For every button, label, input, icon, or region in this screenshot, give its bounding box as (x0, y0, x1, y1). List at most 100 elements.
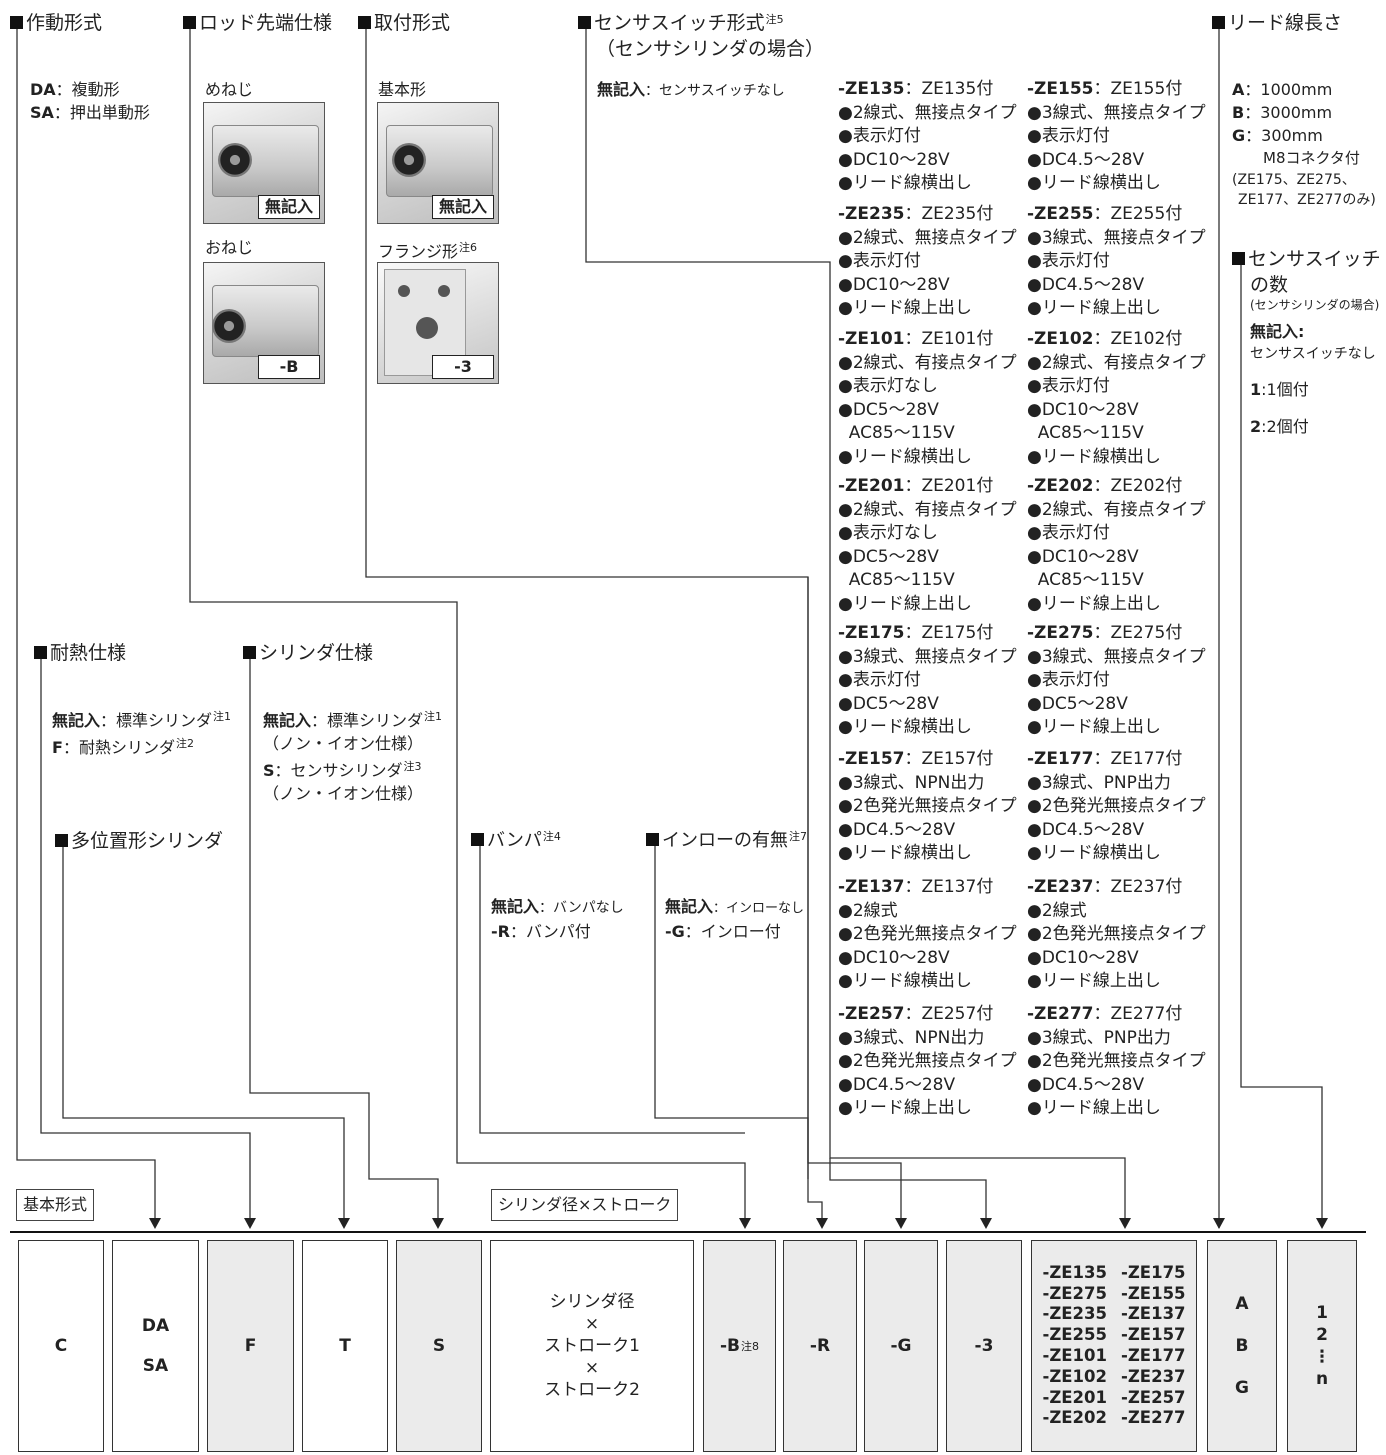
switch-title: -ZE135：ZE135付 (838, 78, 1017, 102)
count-heading-2: の数 (1250, 274, 1289, 296)
switch-title: -ZE157：ZE157付 (838, 748, 1017, 772)
switch-spec: ●2線式、無接点タイプ (838, 102, 1017, 123)
ze-code: -ZE202 (1042, 1408, 1107, 1428)
ze-code: -ZE157 (1121, 1325, 1186, 1345)
bumper-options: 無記入：バンパなし -R：バンパ付 (491, 897, 624, 941)
switch-spec: ●DC10～28V (838, 274, 950, 295)
switch-title: -ZE255：ZE255付 (1027, 203, 1206, 227)
switch-block-ze201: -ZE201：ZE201付●2線式、有接点タイプ●表示灯なし●DC5～28V A… (838, 475, 1017, 616)
switch-spec: AC85～115V (838, 423, 955, 443)
switch-name: ：ZE102付 (1093, 329, 1183, 349)
switch-block-ze257: -ZE257：ZE257付●3線式、NPN出力●2色発光無接点タイプ●DC4.5… (838, 1003, 1017, 1121)
action-heading: 作動形式 (10, 8, 102, 35)
switch-spec: ●DC4.5～28V (1027, 819, 1145, 840)
switch-block-ze255: -ZE255：ZE255付●3線式、無接点タイプ●表示灯付●DC4.5～28V●… (1027, 203, 1206, 321)
inlow-heading: インローの有無注7 (646, 826, 807, 852)
sensor-heading: センサスイッチ形式注5 (578, 8, 784, 35)
multi-position-heading: 多位置形シリンダ (55, 826, 223, 853)
flange-mount-image: -3 (377, 262, 499, 384)
switch-code: -ZE235 (838, 204, 905, 224)
ze-code: -ZE101 (1042, 1346, 1107, 1365)
switch-spec: ●リード線上出し (838, 1098, 972, 1118)
switch-title: -ZE155：ZE155付 (1027, 78, 1206, 102)
switch-name: ：ZE155付 (1093, 79, 1183, 99)
switch-spec: ●2色発光無接点タイプ (838, 924, 1017, 944)
switch-spec: ●表示灯付 (1027, 251, 1110, 271)
switch-spec: ●リード線上出し (1027, 593, 1161, 614)
male-thread-tag: -B (258, 355, 320, 379)
lead-heading: リード線長さ (1212, 8, 1342, 35)
square-bullet-icon (1232, 252, 1245, 265)
switch-block-ze177: -ZE177：ZE177付●3線式、PNP出力●2色発光無接点タイプ●DC4.5… (1027, 748, 1206, 866)
count-heading: センサスイッチ (1232, 244, 1381, 271)
switch-block-ze175: -ZE175：ZE175付●3線式、無接点タイプ●表示灯付●DC5～28V●リー… (838, 622, 1017, 740)
code-ze-list: -ZE135-ZE175-ZE275-ZE155-ZE235-ZE137-ZE2… (1031, 1240, 1197, 1452)
switch-block-ze137: -ZE137：ZE137付●2線式●2色発光無接点タイプ●DC10～28V●リー… (838, 876, 1017, 994)
ze-code: -ZE137 (1121, 1304, 1186, 1324)
square-bullet-icon (183, 16, 196, 29)
switch-title: -ZE137：ZE137付 (838, 876, 1017, 900)
code-3: -3 (946, 1240, 1022, 1452)
male-thread-image: -B (203, 262, 325, 384)
switch-block-ze155: -ZE155：ZE155付●3線式、無接点タイプ●表示灯付●DC4.5～28V●… (1027, 78, 1206, 196)
switch-spec: ●表示灯付 (838, 251, 921, 271)
switch-name: ：ZE275付 (1093, 623, 1183, 643)
switch-title: -ZE277：ZE277付 (1027, 1003, 1206, 1027)
switch-code: -ZE275 (1027, 623, 1094, 643)
code-t: T (302, 1240, 388, 1452)
switch-name: ：ZE137付 (904, 877, 994, 897)
switch-name: ：ZE135付 (904, 79, 994, 99)
basic-mount-tag: 無記入 (432, 195, 494, 219)
code-g: -G (864, 1240, 938, 1452)
switch-name: ：ZE237付 (1093, 877, 1183, 897)
switch-spec: ●2線式、有接点タイプ (838, 352, 1017, 373)
switch-spec: ●DC10～28V (838, 149, 950, 170)
switch-code: -ZE257 (838, 1004, 905, 1024)
code-f: F (207, 1240, 294, 1452)
rod-male-label: おねじ (205, 238, 254, 257)
switch-spec: ●リード線横出し (838, 717, 972, 737)
square-bullet-icon (55, 834, 68, 847)
sensor-subtitle: （センサシリンダの場合） (596, 38, 825, 60)
switch-spec: ●DC4.5～28V (1027, 1074, 1145, 1095)
code-bore-stroke: シリンダ径× ストローク1× ストローク2 (490, 1240, 694, 1452)
switch-block-ze157: -ZE157：ZE157付●3線式、NPN出力●2色発光無接点タイプ●DC4.5… (838, 748, 1017, 866)
switch-spec: ●DC4.5～28V (1027, 274, 1145, 295)
switch-spec: ●2色発光無接点タイプ (838, 796, 1017, 816)
switch-code: -ZE157 (838, 749, 905, 769)
switch-spec: ●DC4.5～28V (1027, 149, 1145, 170)
switch-title: -ZE175：ZE175付 (838, 622, 1017, 646)
switch-name: ：ZE255付 (1093, 204, 1183, 224)
count-sub: (センサシリンダの場合) (1250, 298, 1380, 312)
ze-code: -ZE201 (1042, 1387, 1107, 1407)
switch-title: -ZE201：ZE201付 (838, 475, 1017, 499)
square-bullet-icon (243, 646, 256, 659)
switch-spec: ●リード線上出し (1027, 1098, 1161, 1118)
switch-spec: ●リード線横出し (838, 971, 972, 991)
switch-spec: ●DC10～28V (1027, 546, 1139, 567)
switch-code: -ZE255 (1027, 204, 1094, 224)
square-bullet-icon (34, 646, 47, 659)
rod-heading: ロッド先端仕様 (183, 8, 332, 35)
basic-model-label: 基本形式 (16, 1189, 95, 1221)
code-r: -R (783, 1240, 857, 1452)
square-bullet-icon (358, 16, 371, 29)
code-c: C (18, 1240, 104, 1452)
switch-spec: ●表示灯付 (1027, 376, 1110, 396)
switch-spec: ●リード線横出し (838, 843, 972, 863)
switch-name: ：ZE257付 (904, 1004, 994, 1024)
switch-title: -ZE202：ZE202付 (1027, 475, 1206, 499)
switch-block-ze235: -ZE235：ZE235付●2線式、無接点タイプ●表示灯付●DC10～28V●リ… (838, 203, 1017, 321)
square-bullet-icon (646, 833, 659, 846)
switch-code: -ZE177 (1027, 749, 1094, 769)
ze-code: -ZE255 (1042, 1325, 1107, 1345)
switch-spec: ●DC5～28V (838, 693, 939, 714)
flange-mount-tag: -3 (432, 355, 494, 379)
switch-spec: ●DC4.5～28V (838, 1074, 956, 1095)
switch-spec: ●表示灯付 (1027, 126, 1110, 146)
switch-spec: ●リード線上出し (1027, 717, 1161, 737)
switch-block-ze237: -ZE237：ZE237付●2線式●2色発光無接点タイプ●DC10～28V●リー… (1027, 876, 1206, 994)
